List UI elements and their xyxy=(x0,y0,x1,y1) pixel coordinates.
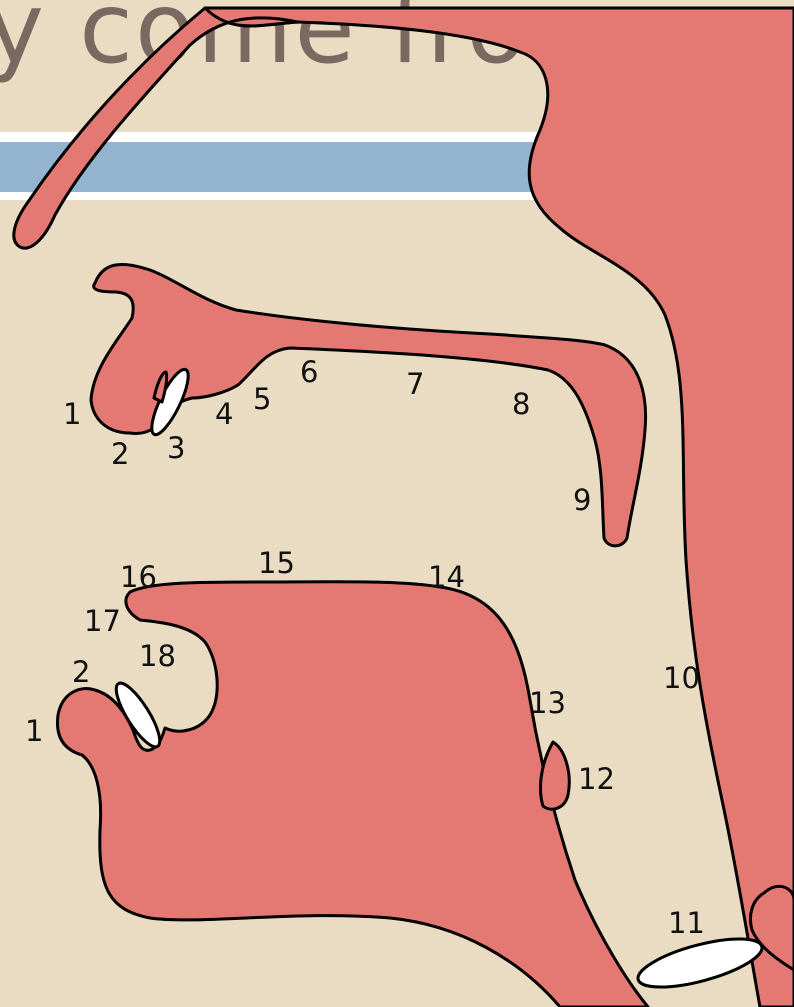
label-tongue-tip: 17 xyxy=(84,604,121,638)
epiglottis xyxy=(540,742,569,809)
label-prepalatal: 5 xyxy=(253,382,271,416)
label-uvula-tip: 9 xyxy=(573,483,591,517)
nasal-cavity xyxy=(14,8,298,248)
label-postalveolar: 4 xyxy=(215,397,233,431)
label-alveolar: 3 xyxy=(167,431,185,465)
label-tongue-root: 13 xyxy=(529,686,566,720)
label-sublaminal: 18 xyxy=(139,639,176,673)
label-lower-teeth: 2 xyxy=(72,655,90,689)
label-lower-lip: 1 xyxy=(25,714,43,748)
label-velar: 7 xyxy=(406,367,424,401)
label-tongue-front: 15 xyxy=(258,546,295,580)
label-upper-teeth: 2 xyxy=(111,437,129,471)
label-tongue-blade: 16 xyxy=(120,560,157,594)
label-palatal: 6 xyxy=(300,355,318,389)
label-glottis: 11 xyxy=(668,906,705,940)
label-pharynx: 10 xyxy=(663,661,700,695)
label-epiglottis: 12 xyxy=(578,762,615,796)
label-uvular: 8 xyxy=(512,387,530,421)
label-tongue-body: 14 xyxy=(428,560,465,594)
label-upper-lip: 1 xyxy=(63,397,81,431)
